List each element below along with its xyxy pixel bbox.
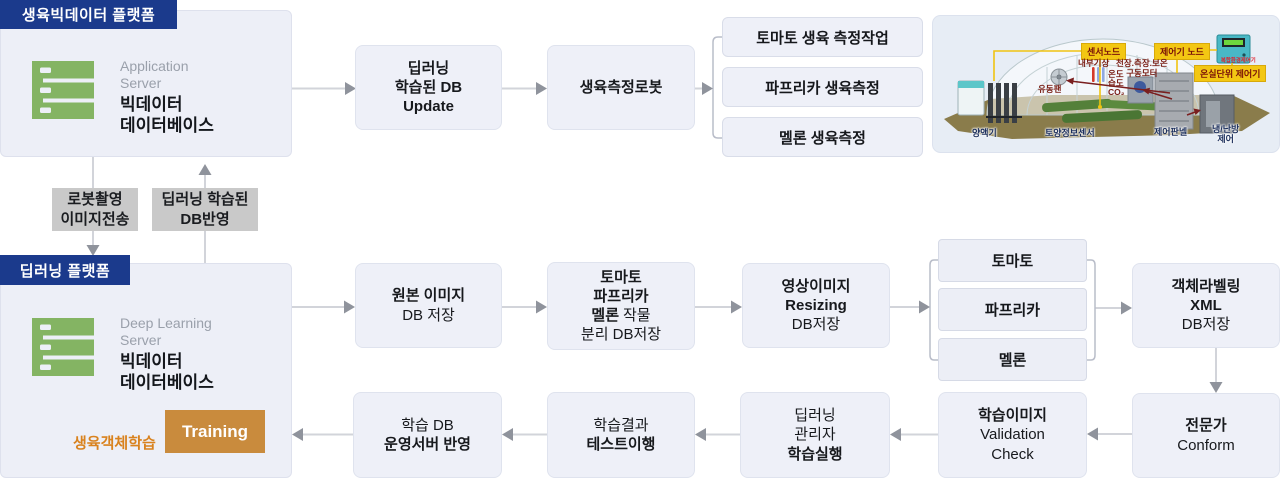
soil-sensor-label: 토양정보센서 [1045,128,1095,138]
hvac-label-line2: 제어 [1217,133,1234,144]
node-image-resizing: 영상이미지 Resizing DB저장 [742,263,890,348]
node-crop-melon: 멜론 [938,338,1087,381]
node-expert-conform: 전문가 Conform [1132,393,1280,478]
server-type-line1: Application [120,58,189,74]
resizing-line1: 영상이미지 [781,277,851,295]
application-server-icon [32,61,94,124]
fan-label: 유동팬 [1038,84,1062,94]
node-deploy-db: 학습 DB 운영서버 반영 [353,392,502,478]
motor-label-line1: 천장.측장.보온 [1116,58,1168,68]
growth-object-learning-label: 생육객체학습 [73,435,156,452]
deeplearning-server-text: Deep Learning Server 빅데이터 데이터베이스 [120,315,214,394]
nutrient-label: 양액기 [972,128,997,138]
co2-label: CO₂ [1108,87,1125,97]
label-robot-image-transfer: 로봇촬영 이미지전송 [52,188,138,231]
node-melon-task: 멜론 생육측정 [722,117,923,157]
node-tomato-task: 토마토 생육 측정작업 [722,17,923,57]
dl-server-name-line1: 빅데이터 [120,352,183,372]
node-test-execution: 학습결과 테스트이행 [547,392,695,478]
separation-line3-regular: 작물 [623,307,651,324]
melon-task-label: 멜론 생육측정 [779,129,866,147]
node-original-image: 원본 이미지 DB 저장 [355,263,502,348]
resizing-line2: Resizing [785,296,847,314]
node-crop-paprika: 파프리카 [938,288,1087,331]
indoor-weather-label: 내부기상 [1078,58,1110,68]
node-paprika-task: 파프리카 생육측정 [722,67,923,107]
training-exec-line1: 딥러닝 [794,407,836,425]
tomato-task-label: 토마토 생육 측정작업 [756,29,889,47]
resizing-line3: DB저장 [791,316,841,334]
device-caption: 복합환경제어기 [1220,58,1256,64]
separation-line1: 토마토 [600,268,642,286]
node-db-update: 딥러닝 학습된 DB Update [355,45,502,130]
deeplearning-server-icon [32,318,94,381]
db-update-line2: 학습된 DB [394,78,463,96]
labeling-line1: 객체라벨링 [1171,277,1241,295]
node-validation-check: 학습이미지 Validation Check [938,392,1087,478]
server-name-line1: 빅데이터 [120,95,183,115]
badge-deeplearning-platform: 딥러닝 플랫폼 [0,255,130,285]
db-update-line3: Update [403,98,454,116]
paprika-task-label: 파프리카 생육측정 [765,79,880,97]
server-type-line2: Server [120,74,162,91]
original-image-line1: 원본 이미지 [391,287,466,305]
separation-line4: 분리 DB저장 [580,326,662,344]
controller-node-label: 제어기 노드 [1154,43,1210,60]
db-apply-line1: 딥러닝 학습된 [161,191,249,208]
separation-line2: 파프리카 [593,287,649,305]
label-db-apply: 딥러닝 학습된 DB반영 [152,188,258,231]
badge-bigdata-platform: 생육빅데이터 플랫폼 [0,0,177,29]
training-box: Training [165,410,265,453]
labeling-line2: XML [1190,296,1222,314]
training-exec-line2: 관리자 [794,426,836,444]
unit-controller-label: 온실단위 제어기 [1194,65,1267,82]
motor-label-line2: 구동모터 [1126,67,1158,78]
dl-server-type-line2: Server [120,331,162,348]
server-name-line2: 데이터베이스 [120,115,214,135]
test-exec-line2: 테스트이행 [586,436,656,453]
original-image-line2: DB 저장 [402,306,455,324]
training-exec-line3: 학습실행 [787,445,843,463]
hvac-label: 냉/난방 제어 [1212,124,1240,145]
temp-label: 온도 [1108,69,1124,79]
crop-paprika-label: 파프리카 [984,302,1041,319]
hvac-label-line1: 냉/난방 [1212,124,1240,134]
expert-line2: Conform [1177,436,1235,454]
panel-label: 제어판넬 [1154,127,1188,137]
deploy-line2: 운영서버 반영 [384,436,471,453]
expert-line1: 전문가 [1185,417,1227,435]
node-training-execution: 딥러닝 관리자 학습실행 [740,392,890,478]
greenhouse-illustration: 센서노드 제어기 노드 온실단위 제어기 복합환경제어기 내부기상 천장.측장.… [932,15,1280,153]
training-label: Training [181,421,249,441]
badge-deeplearning-label: 딥러닝 플랫폼 [19,262,111,280]
dl-server-name-line2: 데이터베이스 [120,372,214,392]
robot-transfer-line2: 이미지전송 [60,210,130,228]
crop-melon-label: 멜론 [998,352,1027,369]
node-crop-tomato: 토마토 [938,239,1087,282]
humidity-label: 습도 [1108,78,1124,88]
validation-line1: 학습이미지 [977,407,1047,425]
badge-bigdata-label: 생육빅데이터 플랫폼 [21,7,156,24]
crop-tomato-label: 토마토 [991,253,1034,270]
validation-line2: Validation [980,426,1045,444]
sensor-node-label: 센서노드 [1081,43,1127,60]
db-apply-line2: DB반영 [180,210,230,228]
dl-server-type-line1: Deep Learning [120,315,212,331]
growth-robot-label: 생육측정로봇 [579,78,663,96]
node-growth-robot: 생육측정로봇 [547,45,695,130]
validation-line3: Check [991,445,1034,463]
motor-label: 천장.측장.보온 구동모터 [1116,58,1168,79]
robot-transfer-line1: 로봇촬영 [67,191,123,208]
separation-line3-bold: 멜론 [591,307,619,324]
application-server-text: Application Server 빅데이터 데이터베이스 [120,58,214,137]
node-object-labeling: 객체라벨링 XML DB저장 [1132,263,1280,348]
deploy-line1: 학습 DB [401,416,454,434]
labeling-line3: DB저장 [1181,316,1231,334]
test-exec-line1: 학습결과 [593,416,649,434]
db-update-line1: 딥러닝 [407,59,450,77]
